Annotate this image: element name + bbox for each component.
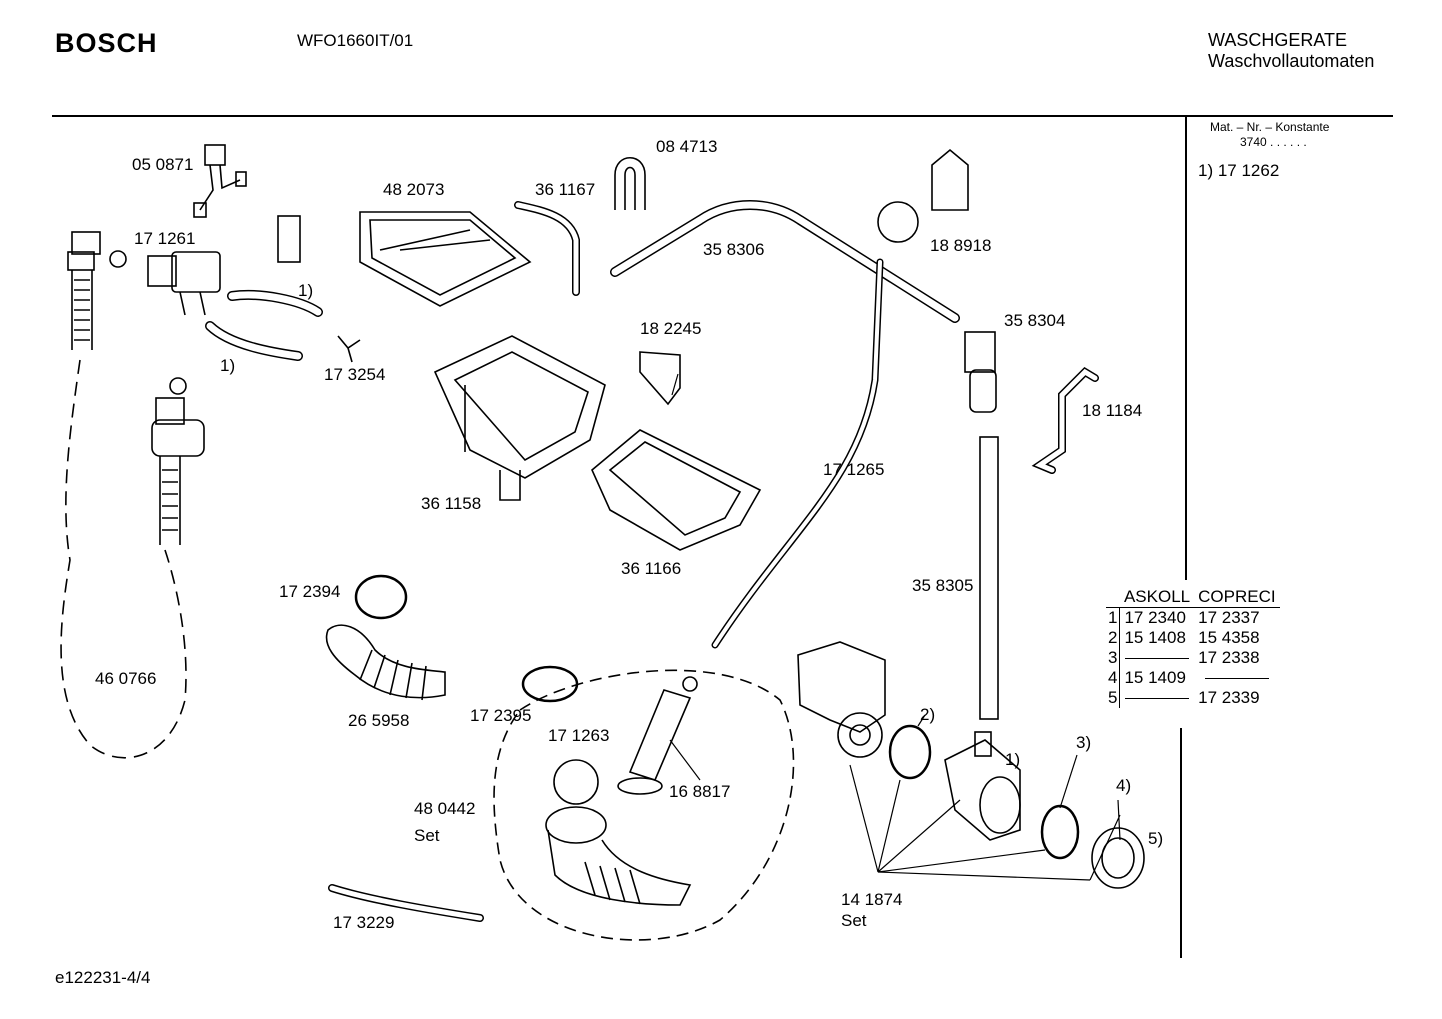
part-label: 36 1167 [535,180,596,199]
filter-part [1091,827,1145,889]
reference-mark: 1) [220,356,236,375]
table-row: 3 17 2338 [1106,648,1280,668]
row-index: 1 [1106,607,1121,628]
part-label: 08 4713 [656,137,718,156]
copreci-cell: 15 4358 [1198,628,1260,647]
row-index: 5 [1106,688,1121,708]
reference-mark: 5) [1148,829,1164,848]
switch-bracket-part [931,148,969,211]
drain-pump-part [797,641,886,758]
filter-housing-part [944,731,1021,841]
mat-heading: Mat. – Nr. – Konstante [1210,120,1330,134]
reference-mark: 4) [1116,776,1132,795]
part-label: 48 2073 [383,180,445,199]
drawer-housing-part [433,335,606,501]
part-label: 17 1261 [134,229,196,248]
sump-hose-part [325,624,446,701]
table-row: 4 15 1409 [1106,668,1280,688]
category-title: WASCHGERATE [1208,30,1348,50]
copreci-cell: 17 2338 [1198,648,1260,667]
part-label: 16 8817 [669,782,731,801]
askoll-cell-empty [1120,688,1194,708]
copreci-cell-empty [1194,668,1279,688]
leader-lines [849,764,1091,881]
part-label: 18 8918 [930,236,992,255]
table-header-askoll: ASKOLL [1119,587,1195,608]
long-thin-pipe-part [711,258,884,649]
part-label: 35 8306 [703,240,765,259]
table-row: 5 17 2339 [1106,688,1280,708]
inlet-valve-part [147,251,221,316]
rod-part [628,689,692,781]
detergent-drawer-part [591,429,762,551]
askoll-cell: 15 1408 [1124,628,1186,647]
air-chamber-part [964,331,997,413]
part-label: 17 3254 [324,365,386,384]
askoll-cell: 17 2340 [1124,608,1186,627]
reference-mark: 2) [920,705,936,724]
part-label: 36 1166 [621,559,682,578]
copreci-cell: 17 2337 [1198,608,1260,627]
long-pipe-part [610,200,960,323]
drawing-code: e122231-4/4 [55,968,151,987]
part-label: 48 0442 [414,799,476,818]
part-label: 17 2395 [470,706,532,725]
part-label: 35 8304 [1004,311,1066,330]
row-index: 2 [1106,628,1121,648]
table-header-copreci: COPRECI [1194,587,1280,608]
set-boundary [493,669,795,941]
y-piece-part [337,335,361,363]
part-label: 17 3229 [333,913,395,932]
seal-ring-1-part [354,574,408,620]
part-label: 18 1184 [1082,401,1143,420]
row-index: 4 [1106,668,1121,688]
part-label: 35 8305 [912,576,974,595]
reference-mark: 3) [1076,733,1092,752]
part-label: 46 0766 [95,669,157,688]
part-label: 17 2394 [279,582,341,601]
inlet-hose-part [60,231,205,759]
part-label: 14 1874 [841,890,903,909]
ball-part [553,759,599,805]
short-hose-lower-inner [206,322,302,360]
u-bracket-part [614,157,646,210]
part-label: 17 1263 [548,726,610,745]
pump-supplier-table: ASKOLL COPRECI 1 17 2340 17 2337 2 15 14… [1106,587,1280,708]
sump-assembly-part [545,806,692,906]
sidebar-note: 1) 17 1262 [1198,161,1280,180]
table-row: 1 17 2340 17 2337 [1106,607,1280,628]
part-label: 36 1158 [421,494,482,513]
hose-clip-part [617,777,663,795]
copreci-cell: 17 2339 [1198,688,1260,707]
part-label: Set [841,911,867,930]
reference-mark: 1) [1005,750,1021,769]
vertical-tube-part [979,436,999,720]
reference-mark: 1) [298,281,314,300]
part-label: 18 2245 [640,319,702,338]
category-subtitle: Waschvollautomaten [1208,51,1375,71]
short-hose-upper-inner [228,291,322,316]
mat-value: 3740 . . . . . . [1240,135,1307,149]
small-board-part [277,215,301,263]
drawer-hose-part [514,201,580,296]
table-header-spacer [1106,587,1120,608]
pressure-switch-part [877,201,919,243]
part-label: 05 0871 [132,155,194,174]
row-index: 3 [1106,648,1121,668]
y-connector-part [193,144,247,218]
filter-ring-part [1040,804,1080,860]
part-label: Set [414,826,440,845]
pump-ring-part [888,724,932,780]
table-row: 2 15 1408 15 4358 [1106,628,1280,648]
detergent-tray-top-part [359,211,532,307]
askoll-cell: 15 1409 [1124,668,1186,687]
askoll-cell-empty [1120,648,1194,668]
seal-ring-2-part [521,665,579,703]
part-label: 17 1265 [823,460,885,479]
brand-logo: BOSCH [55,28,158,58]
latch-part [639,351,681,406]
model-number: WFO1660IT/01 [297,31,414,50]
part-label: 26 5958 [348,711,410,730]
